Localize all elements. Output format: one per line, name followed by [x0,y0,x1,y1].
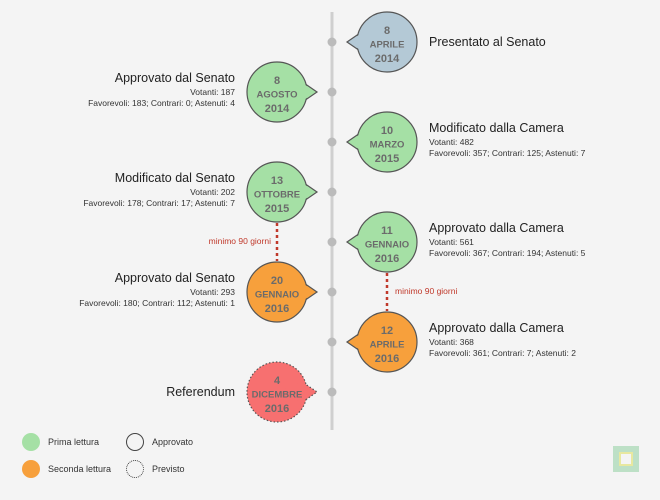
legend-seconda-lettura: Seconda lettura [22,460,111,478]
legend-seconda-label: Seconda lettura [48,464,112,474]
timeline-dot [327,337,337,347]
event-title: Presentato al Senato [429,35,546,49]
event-date-line: GENNAIO [365,240,409,251]
event-vote-detail: Favorevoli: 178; Contrari: 17; Astenuti:… [83,198,235,209]
event-date-line: 2015 [265,203,289,215]
event-date-line: 10 [381,125,393,137]
timeline-dot [327,237,337,247]
brand-logo-inner [619,452,633,466]
event-date-line: DICEMBRE [252,390,303,401]
event-votes: Votanti: 202 [190,186,235,197]
event-vote-detail: Favorevoli: 367; Contrari: 194; Astenuti… [429,248,586,259]
gap-label: minimo 90 giorni [395,286,458,296]
event-date-line: AGOSTO [257,90,298,101]
legend-previsto-label: Previsto [152,464,185,474]
event-date-line: GENNAIO [255,290,299,301]
event-date-line: 13 [271,175,283,187]
event-title: Approvato dal Senato [114,71,235,85]
legend-approvato: Approvato [126,433,193,451]
brand-logo [613,446,639,472]
event-votes: Votanti: 187 [190,86,235,97]
legend-prima-label: Prima lettura [48,437,100,447]
bubble-seam [348,132,387,152]
bubble-seam [348,232,387,252]
event-date-line: OTTOBRE [254,190,300,201]
event-date-line: 2016 [265,303,289,315]
timeline-dot [327,287,337,297]
event-vote-detail: Favorevoli: 361; Contrari: 7; Astenuti: … [429,348,576,359]
legend-prima-swatch [22,433,40,451]
event-title: Referendum [166,385,235,399]
event-title: Approvato dalla Camera [429,221,564,235]
event-description: Referendum [166,384,235,401]
event-date-line: 2016 [375,253,399,265]
event-title: Approvato dalla Camera [429,321,564,335]
event-date-line: MARZO [370,140,405,151]
event-vote-detail: Favorevoli: 183; Contrari: 0; Astenuti: … [88,98,235,109]
legend-seconda-swatch [22,460,40,478]
timeline-dot [327,87,337,97]
legend-approvato-swatch [126,433,144,451]
event-date-line: 2014 [265,103,290,115]
event-date-line: 4 [274,375,281,387]
event-date-line: 11 [381,225,393,237]
event-vote-detail: Favorevoli: 180; Contrari: 112; Astenuti… [79,298,235,309]
event-date-line: APRILE [370,40,405,51]
timeline-dot [327,187,337,197]
event-votes: Votanti: 368 [429,336,474,347]
event-votes: Votanti: 293 [190,286,235,297]
bubble-seam [277,182,316,202]
event-date-line: 2016 [265,403,289,415]
event-date-line: 12 [381,325,393,337]
event-title: Modificato dalla Camera [429,121,564,135]
event-vote-detail: Favorevoli: 357; Contrari: 125; Astenuti… [429,148,586,159]
bubble-seam [277,382,316,402]
bubble-seam [277,282,316,302]
legend-previsto: Previsto [126,460,185,478]
legend-previsto-swatch [126,460,144,478]
timeline-dot [327,387,337,397]
event-date-line: 8 [274,75,280,87]
event-date-line: 20 [271,275,283,287]
event-date-line: 2014 [375,53,400,65]
event-date-line: 2015 [375,153,399,165]
event-votes: Votanti: 561 [429,236,474,247]
event-date-line: 8 [384,25,390,37]
event-description: Presentato al Senato [429,34,546,51]
bubble-seam [277,82,316,102]
bubble-seam [348,32,387,52]
timeline-dot [327,37,337,47]
event-date-line: 2016 [375,353,399,365]
gap-label: minimo 90 giorni [208,236,271,246]
bubble-seam [348,332,387,352]
timeline-dot [327,137,337,147]
legend-approvato-label: Approvato [152,437,194,447]
event-title: Approvato dal Senato [114,271,235,285]
event-title: Modificato dal Senato [114,171,235,185]
legend-prima-lettura: Prima lettura [22,433,99,451]
event-votes: Votanti: 482 [429,136,474,147]
event-date-line: APRILE [370,340,405,351]
